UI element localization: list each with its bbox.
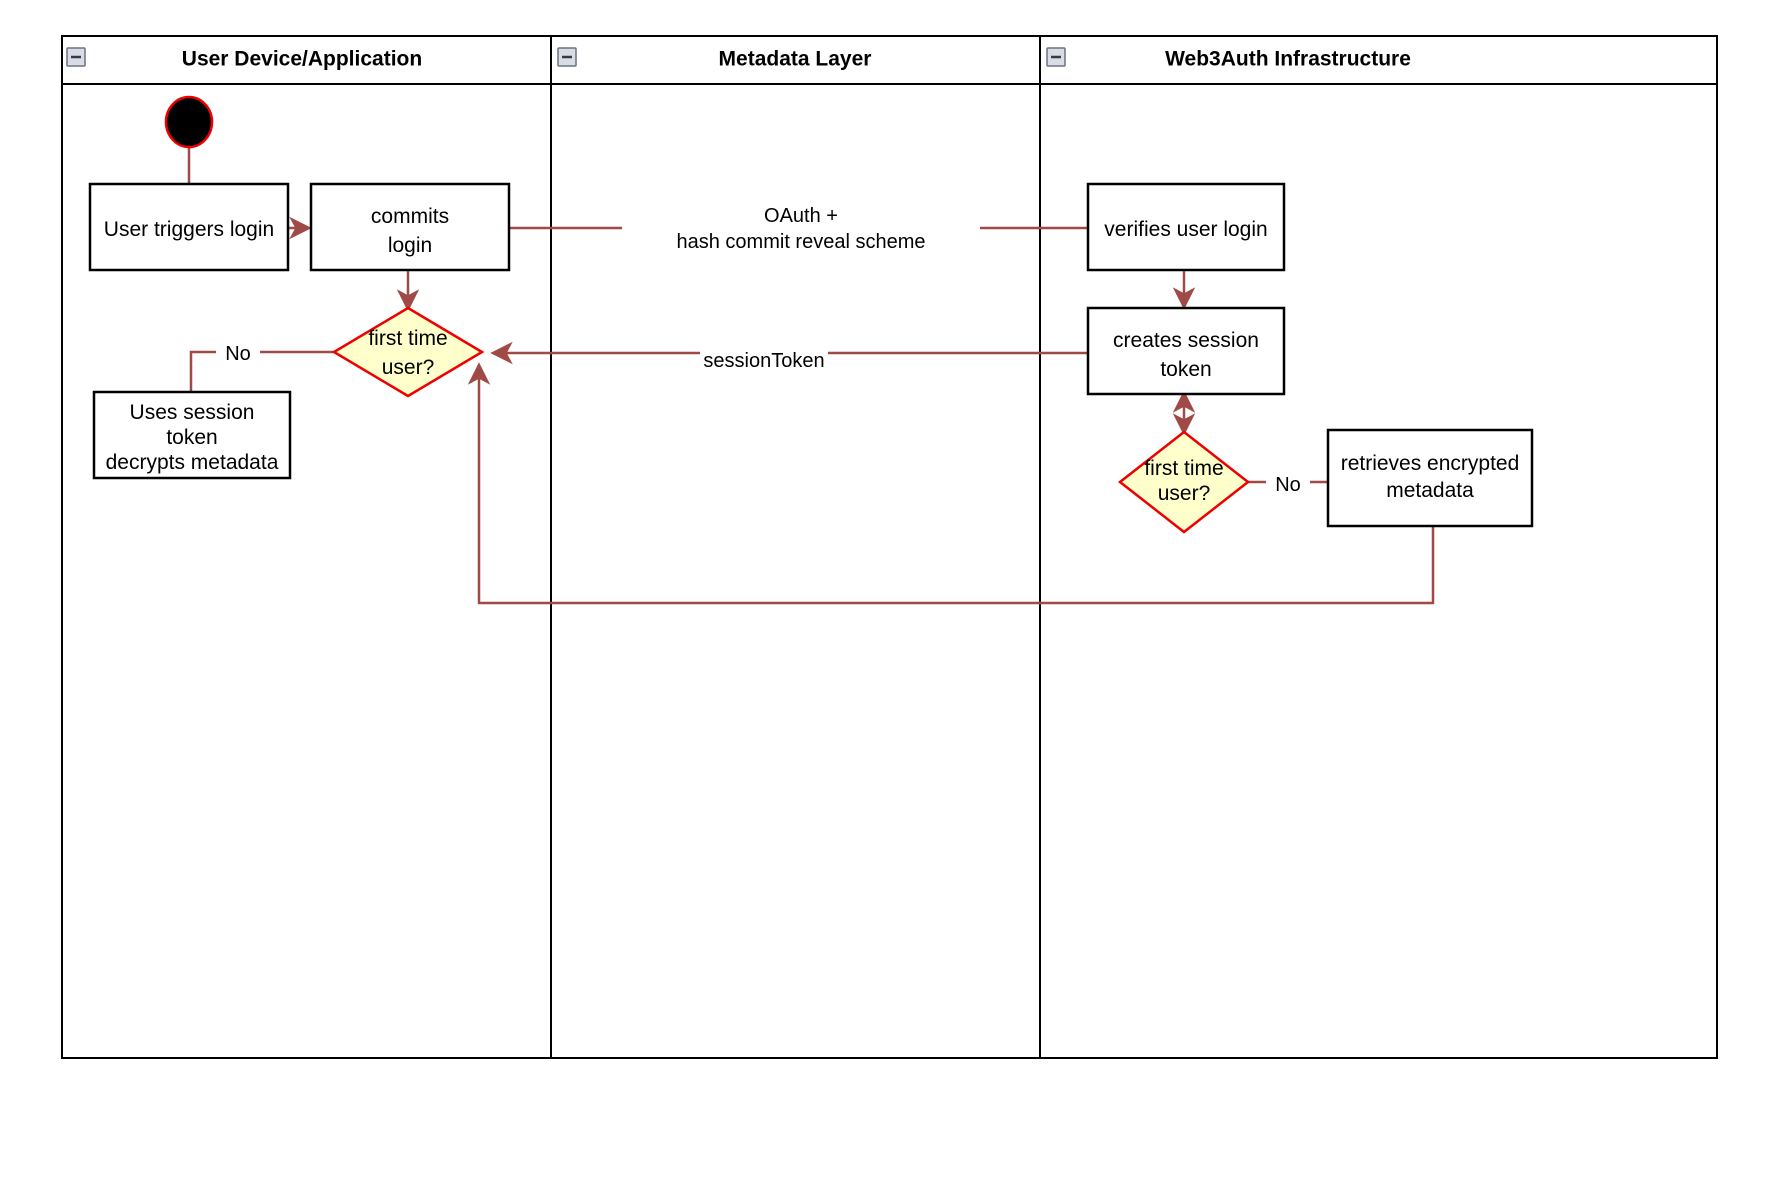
node-label-decision-right-line2: user?	[1158, 482, 1211, 505]
edge-decision-left-no-to-uses-session-token	[189, 350, 344, 392]
node-decision-first-time-user-left[interactable]: first time user?	[331, 306, 485, 398]
lane-title-metadata-layer: Metadata Layer	[719, 48, 872, 71]
lane-header-web3auth: Web3Auth Infrastructure	[1046, 47, 1411, 71]
node-label-user-triggers-login: User triggers login	[104, 218, 274, 241]
node-label-verifies-user-login: verifies user login	[1104, 218, 1267, 241]
edge-label-session-token: sessionToken	[700, 343, 828, 372]
node-retrieves-encrypted-metadata[interactable]: retrieves encrypted metadata	[1326, 428, 1534, 528]
node-user-triggers-login[interactable]: User triggers login	[88, 182, 290, 272]
node-label-uses-session-token-line2: token	[166, 426, 217, 449]
node-uses-session-token[interactable]: Uses session token decrypts metadata	[92, 390, 292, 480]
node-label-retrieves-metadata-line2: metadata	[1386, 479, 1474, 502]
node-label-decision-left-line2: user?	[382, 356, 435, 379]
minus-icon[interactable]	[1046, 47, 1066, 67]
node-decision-first-time-user-right[interactable]: first time user?	[1117, 430, 1251, 534]
node-label-decision-left-line1: first time	[368, 327, 447, 350]
edge-label-oauth-line1: OAuth +	[764, 205, 838, 227]
node-label-decision-right-line1: first time	[1144, 457, 1223, 480]
lane-header-user-device: User Device/Application	[66, 47, 422, 71]
edge-label-no-right-text: No	[1275, 474, 1301, 496]
node-label-retrieves-metadata-line1: retrieves encrypted	[1341, 452, 1520, 475]
edge-label-no-right: No	[1266, 469, 1310, 497]
minus-icon[interactable]	[557, 47, 577, 67]
edge-label-oauth-line2: hash commit reveal scheme	[677, 231, 926, 253]
node-commits-login[interactable]: commits login	[309, 182, 511, 272]
edge-label-session-token-text: sessionToken	[703, 350, 824, 372]
node-creates-session-token[interactable]: creates session token	[1086, 306, 1286, 396]
node-label-commits-login-line1: commits	[371, 205, 449, 228]
lane-title-web3auth: Web3Auth Infrastructure	[1165, 48, 1411, 71]
node-label-commits-login-line2: login	[388, 234, 432, 257]
node-verifies-user-login[interactable]: verifies user login	[1086, 182, 1286, 272]
minus-icon[interactable]	[66, 47, 86, 67]
edge-retrieves-metadata-to-decision-left	[467, 362, 1435, 605]
edge-label-no-left: No	[216, 338, 260, 366]
node-label-creates-session-token-line1: creates session	[1113, 329, 1259, 352]
node-label-uses-session-token-line3: decrypts metadata	[106, 451, 279, 474]
edge-label-no-left-text: No	[225, 343, 251, 365]
node-label-uses-session-token-line1: Uses session	[130, 401, 255, 424]
start-node	[164, 95, 214, 149]
node-label-creates-session-token-line2: token	[1160, 358, 1211, 381]
lane-header-metadata-layer: Metadata Layer	[557, 47, 872, 71]
edge-label-oauth: OAuth + hash commit reveal scheme	[622, 200, 980, 258]
lane-title-user-device: User Device/Application	[182, 48, 422, 71]
